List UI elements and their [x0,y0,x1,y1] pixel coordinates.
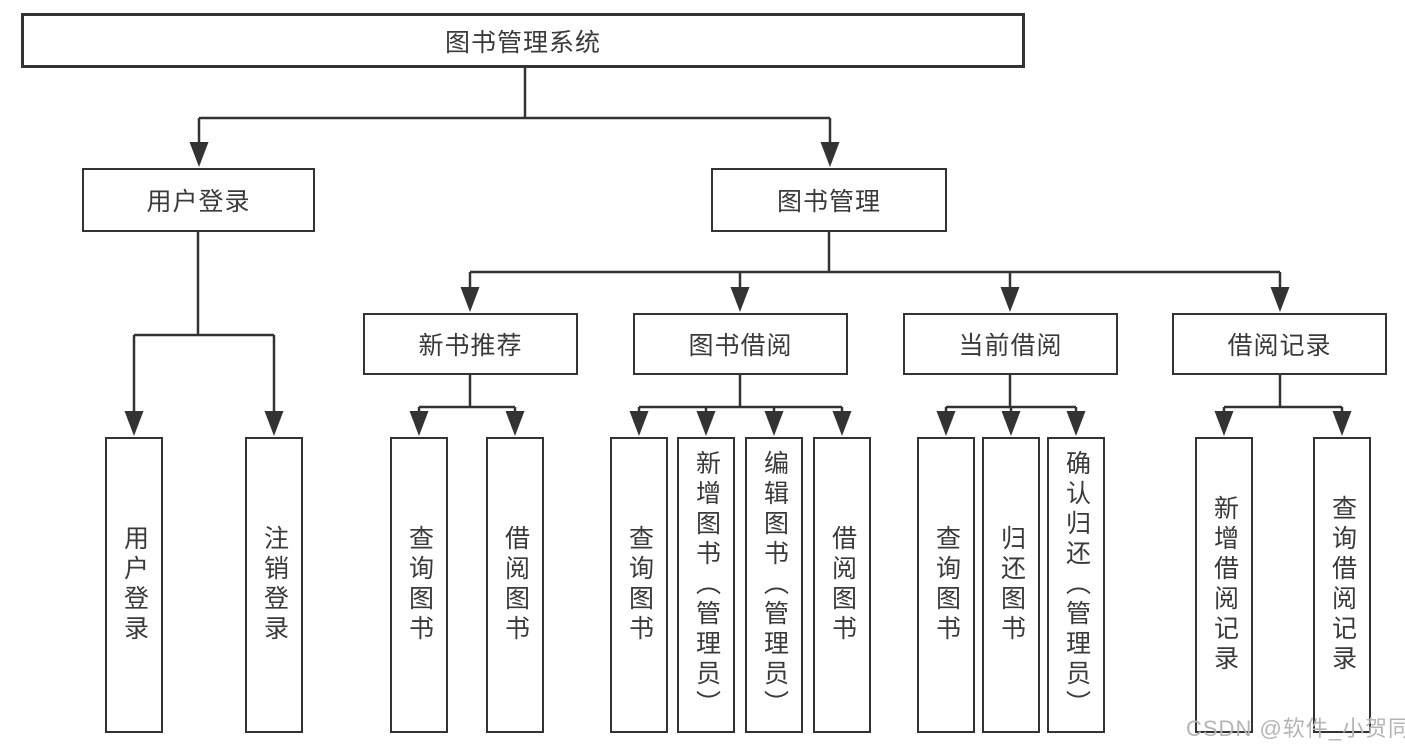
leaf-logout: 注销登录 [245,437,303,733]
leaf-add-books-admin: 新增图书（管理员） [677,437,735,733]
node-label: 借阅图书 [828,525,857,645]
node-label: 图书管理系统 [444,28,601,57]
node-label: 确认归还（管理员） [1062,450,1091,720]
leaf-return-books: 归还图书 [982,437,1040,733]
node-label: 图书借阅 [688,332,793,360]
node-label: 图书管理 [776,188,881,216]
leaf-edit-books-admin: 编辑图书（管理员） [745,437,803,733]
node-book-management: 图书管理 [711,168,947,232]
node-borrowing-records: 借阅记录 [1172,313,1387,375]
node-label: 借阅图书 [501,525,530,645]
leaf-borrow-books-recommend: 借阅图书 [486,437,544,733]
node-label: 当前借阅 [958,332,1063,360]
leaf-confirm-return-admin: 确认归还（管理员） [1047,437,1105,733]
node-label: 新增图书（管理员） [692,450,721,720]
leaf-user-login: 用户登录 [105,437,163,733]
node-new-book-recommendation: 新书推荐 [363,313,578,375]
leaf-borrow-books-borrowing: 借阅图书 [813,437,871,733]
node-label: 借阅记录 [1227,332,1332,360]
node-label: 用户登录 [120,525,149,645]
csdn-watermark: CSDN @软件_小贺同学 [1186,716,1405,741]
node-label: 查询借阅记录 [1328,495,1357,675]
node-label: 编辑图书（管理员） [760,450,789,720]
node-user-login: 用户登录 [82,168,315,232]
node-label: 用户登录 [146,188,251,216]
node-library-management-system: 图书管理系统 [21,13,1025,68]
node-label: 注销登录 [260,525,289,645]
leaf-query-books-borrowing: 查询图书 [610,437,668,733]
leaf-add-borrow-record: 新增借阅记录 [1195,437,1253,733]
node-label: 新书推荐 [418,332,523,360]
node-book-borrowing: 图书借阅 [633,313,848,375]
leaf-query-borrow-record: 查询借阅记录 [1313,437,1371,733]
node-label: 归还图书 [997,525,1026,645]
leaf-query-books-current: 查询图书 [917,437,975,733]
node-current-borrowing: 当前借阅 [903,313,1118,375]
node-label: 查询图书 [932,525,961,645]
node-label: 新增借阅记录 [1210,495,1239,675]
node-label: 查询图书 [405,525,434,645]
node-label: 查询图书 [625,525,654,645]
leaf-query-books-recommend: 查询图书 [390,437,448,733]
